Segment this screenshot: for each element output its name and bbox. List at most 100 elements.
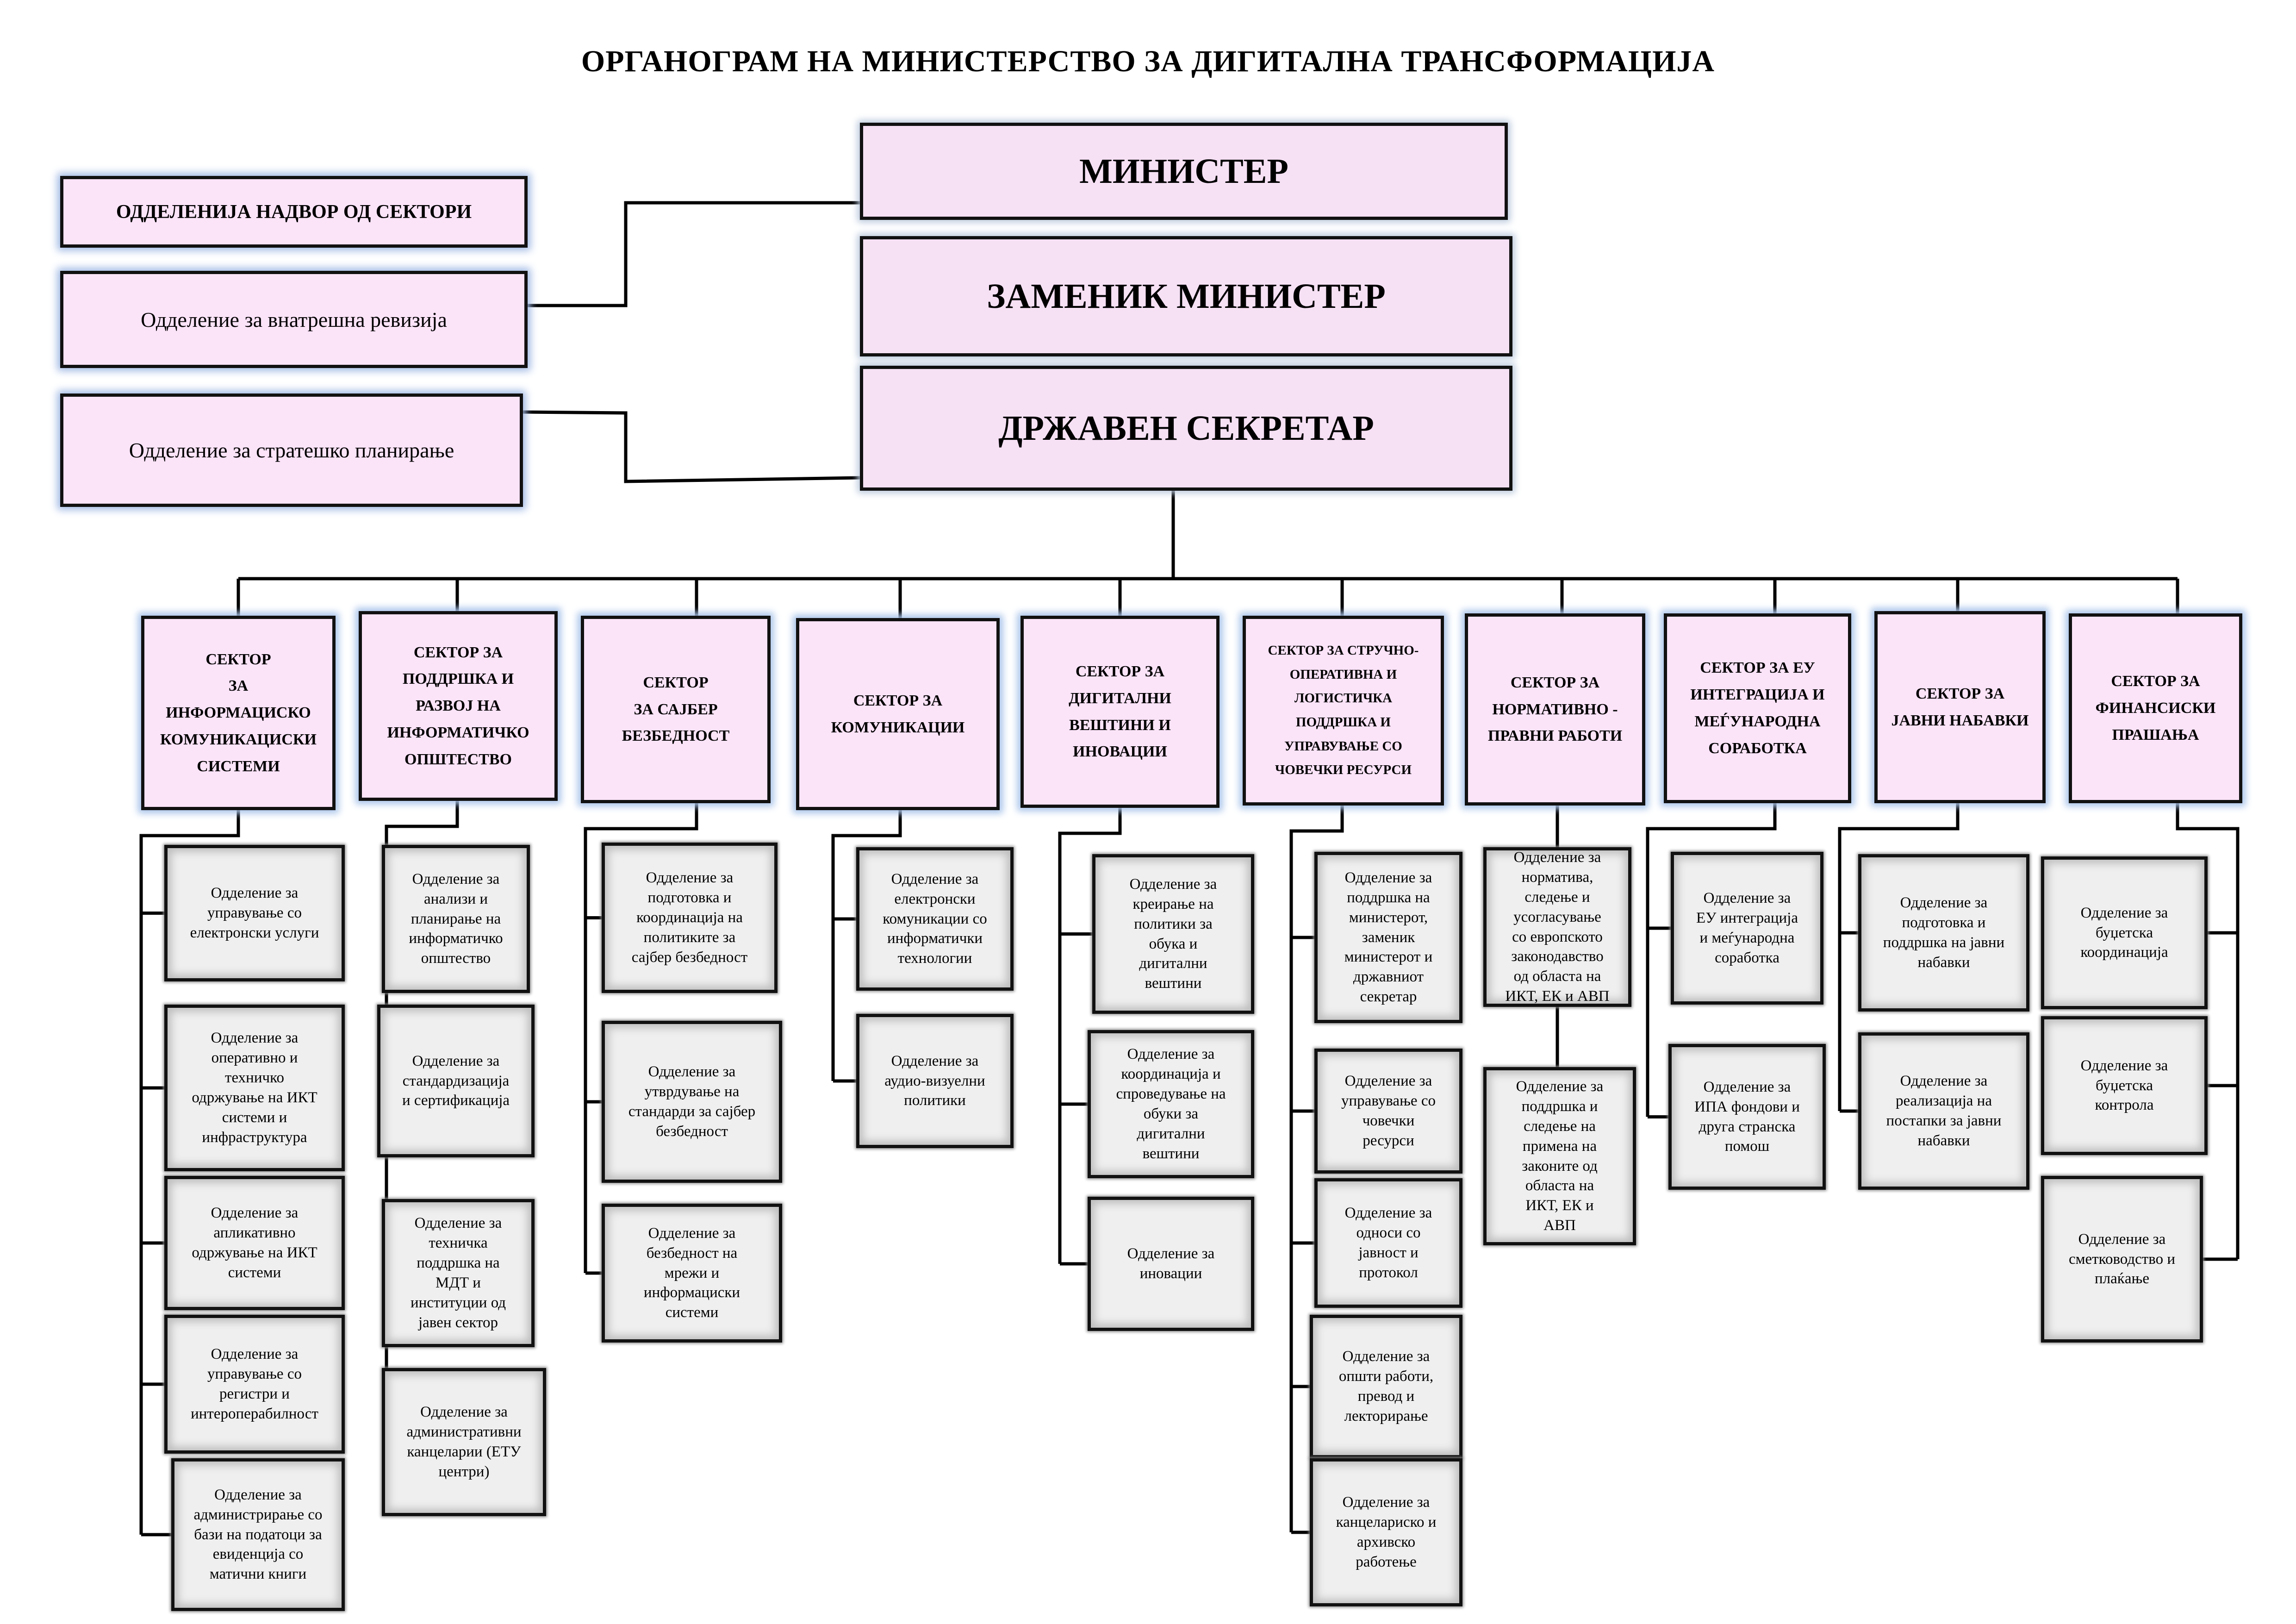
side-dept-internal-audit: Одделение за внатрешна ревизија [60,271,528,368]
outside-departments-header: ОДДЕЛЕНИЈА НАДВОР ОД СЕКТОРИ [60,176,528,248]
state-secretary-box-label: ДРЖАВЕН СЕКРЕТАР [998,408,1374,448]
page-title: ОРГАНОГРАМ НА МИНИСТЕРСТВО ЗА ДИГИТАЛНА … [581,44,1715,78]
connector-sector-10-spine [2176,803,2240,1259]
side-dept-strategic-planning: Одделение за стратешко планирање [60,394,523,507]
connector-sector-8-spine [1646,803,1777,1117]
connector-minister-side [528,201,860,307]
side-dept-internal-audit-label: Одделение за внатрешна ревизија [141,307,447,331]
side-dept-strategic-planning-label: Одделение за стратешко планирање [129,438,454,462]
connector-sector-5-spine [1058,808,1122,1264]
connector-sector-1-spine [139,810,240,1535]
outside-departments-header-label: ОДДЕЛЕНИЈА НАДВОР ОД СЕКТОРИ [116,201,472,223]
minister-box-label: МИНИСТЕР [1079,151,1288,191]
connector-sector-6-spine [1289,806,1344,1532]
connector-secretary-side [523,410,860,483]
state-secretary-box: ДРЖАВЕН СЕКРЕТАР [860,366,1512,491]
deputy-minister-box: ЗАМЕНИК МИНИСТЕР [860,236,1512,356]
minister-box: МИНИСТЕР [860,123,1508,220]
connector-sector-9-spine [1838,803,1960,1111]
connector-sector-3-spine [584,803,698,1273]
deputy-minister-box-label: ЗАМЕНИК МИНИСТЕР [987,276,1386,316]
